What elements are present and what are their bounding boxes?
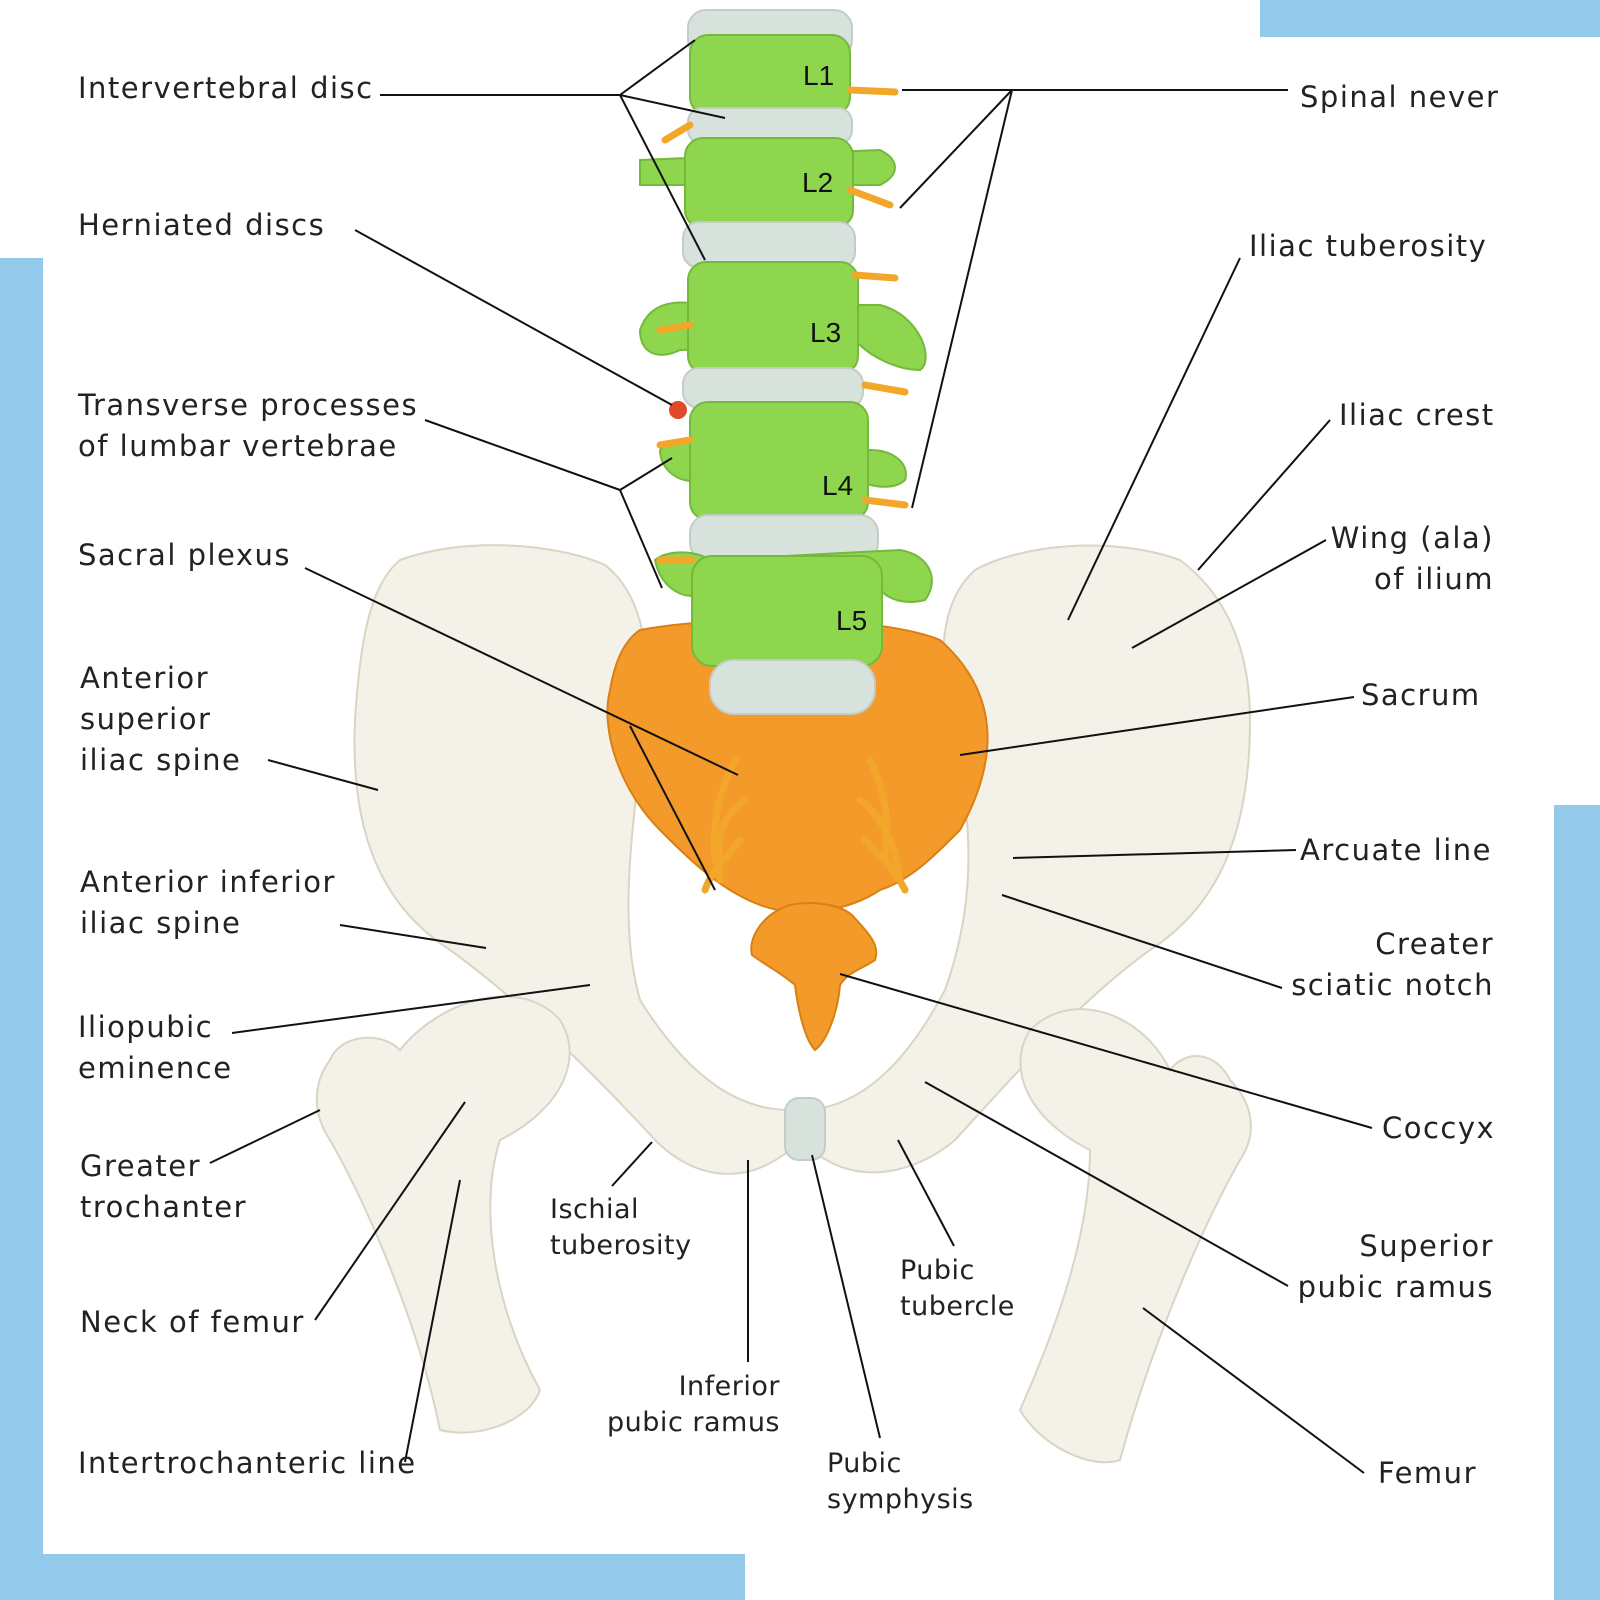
leader-coccyx	[839, 973, 1373, 1129]
label-transverse-processes: Transverse processes of lumbar vertebrae	[78, 388, 419, 463]
lumbar-vertebrae	[638, 9, 933, 715]
leader-iliopubic-eminence	[231, 984, 591, 1034]
label-arcuate-line: Arcuate line	[1300, 833, 1492, 867]
vertebra-label-L3: L3	[810, 317, 842, 348]
leader-herniated-discs	[354, 229, 673, 406]
leader-intertrochanteric-line	[404, 1179, 461, 1463]
leader-iliac-tuberosity	[1067, 257, 1241, 621]
label-iliac-tuberosity: Iliac tuberosity	[1249, 229, 1488, 263]
frame-bar-left	[0, 258, 43, 1600]
leader-superior-pubic-ramus	[924, 1081, 1289, 1287]
spinal-nerves	[656, 86, 909, 564]
label-anterior-superior-iliac-spine: Anterior superior iliac spine	[80, 661, 242, 777]
leader-pubic-symphysis	[811, 1154, 881, 1439]
frame-bar-right	[1554, 805, 1600, 1600]
label-iliopubic-eminence: Iliopubic eminence	[78, 1010, 233, 1085]
vertebra-label-L2: L2	[802, 167, 834, 198]
leader-sacral-plexus	[304, 567, 739, 776]
pubic-symphysis-disc	[784, 1097, 826, 1161]
label-pubic-tubercle: Pubic tubercle	[900, 1255, 1015, 1322]
label-anterior-inferior-iliac-spine: Anterior inferior iliac spine	[80, 865, 336, 940]
leader-sacrum	[959, 696, 1355, 756]
sacral-nerves	[701, 756, 909, 894]
leader-pubic-tubercle	[897, 1139, 955, 1247]
disc-L5-S1	[709, 659, 876, 715]
leader-greater-trochanter	[209, 1109, 321, 1164]
label-creater-sciatic-notch: Creater sciatic notch	[1291, 927, 1494, 1002]
leader-wing-of-ilium	[1131, 539, 1327, 649]
label-superior-pubic-ramus: Superior pubic ramus	[1297, 1229, 1494, 1304]
label-sacral-plexus: Sacral plexus	[78, 538, 292, 572]
label-greater-trochanter: Greater trochanter	[80, 1149, 248, 1224]
label-spinal-never: Spinal never	[1300, 80, 1500, 114]
label-intervertebral-disc: Intervertebral disc	[78, 71, 374, 105]
leader-creater-sciatic-notch	[1001, 894, 1283, 989]
vertebra-label-L1: L1	[803, 60, 835, 91]
label-femur: Femur	[1378, 1456, 1477, 1490]
leader-transverse-processes	[424, 419, 621, 491]
label-pubic-symphysis: Pubic symphysis	[827, 1448, 974, 1515]
label-coccyx: Coccyx	[1382, 1111, 1496, 1145]
leader-arcuate-line	[1012, 849, 1297, 859]
label-inferior-pubic-ramus: Inferior pubic ramus	[607, 1371, 780, 1438]
label-neck-of-femur: Neck of femur	[80, 1305, 305, 1339]
leader-neck-of-femur	[314, 1101, 466, 1321]
coccyx-bone	[750, 902, 878, 1052]
leader-ischial-tuberosity	[611, 1141, 653, 1187]
herniated-disc-marker	[669, 401, 687, 419]
label-herniated-discs: Herniated discs	[78, 208, 326, 242]
label-iliac-crest: Iliac crest	[1339, 398, 1495, 432]
leader-iliac-crest	[1197, 419, 1331, 571]
leader-anterior-superior-iliac-spine	[267, 759, 379, 791]
leader-anterior-inferior-iliac-spine	[339, 924, 487, 949]
label-wing-of-ilium: Wing (ala) of ilium	[1330, 521, 1494, 596]
right-femur	[1018, 1008, 1252, 1464]
label-intertrochanteric-line: Intertrochanteric line	[78, 1446, 417, 1480]
vertebra-label-L4: L4	[822, 470, 854, 501]
left-femur	[315, 995, 571, 1434]
label-ischial-tuberosity: Ischial tuberosity	[550, 1194, 692, 1261]
vertebra-L4	[689, 401, 869, 521]
leader-femur	[1142, 1307, 1365, 1474]
frame-bar-top-right	[1260, 0, 1600, 37]
label-sacrum: Sacrum	[1361, 678, 1481, 712]
frame-bar-bottom	[0, 1554, 745, 1600]
vertebra-label-L5: L5	[836, 605, 868, 636]
leader-lines	[209, 39, 1373, 1474]
